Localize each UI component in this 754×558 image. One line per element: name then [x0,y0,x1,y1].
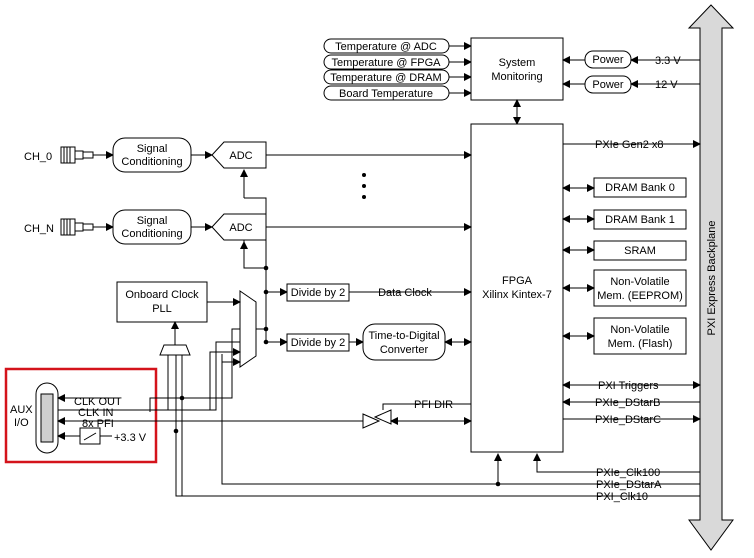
pll-line1: Onboard Clock [125,289,199,301]
clock-section: Onboard Clock PLL Divide by 2 Data Clock… [116,281,472,496]
sram-label: SRAM [624,245,656,257]
chn-label: CH_N [24,223,54,235]
ch0-sc-line2: Conditioning [121,156,182,168]
clk10-label: PXI_Clk10 [596,491,648,503]
backplane: PXI Express Backplane [687,4,735,551]
aux-connector-inner [40,393,54,443]
chn-connector-icon [60,218,94,236]
pfi-buffer-forward [362,413,381,429]
chn-adc-label: ADC [229,222,252,234]
divide-top-label: Divide by 2 [291,287,345,299]
tdc-line1: Time-to-Digital [368,330,439,342]
nvm-flash [593,317,687,355]
eeprom-line1: Non-Volatile [610,276,669,288]
dstarc-label: PXIe_DStarC [595,414,661,426]
channel-n: CH_N Signal Conditioning ADC [24,209,472,245]
dstara-label: PXIe_DStarA [596,479,662,491]
voltage-33-label: 3.3 V [655,55,681,67]
clock-mux [239,290,257,368]
aux-label-1: AUX [10,404,33,416]
temp-adc-label: Temperature @ ADC [335,41,437,53]
ch0-connector-icon [60,146,94,164]
pxi-triggers-label: PXI Triggers [598,380,659,392]
system-monitoring-section: Temperature @ ADC Temperature @ FPGA Tem… [323,37,700,125]
nvm-eeprom [593,269,687,307]
chn-sc-line1: Signal [137,215,168,227]
data-clock-label: Data Clock [378,287,432,299]
aux-highlight-box [4,367,158,464]
pll-line2: PLL [152,303,172,315]
voltage-12-label: 12 V [655,79,678,91]
clk100-label: PXIe_Clk100 [596,467,660,479]
ellipsis-dots [362,173,366,199]
dram0-label: DRAM Bank 0 [605,182,675,194]
channel-0: CH_0 Signal Conditioning ADC [24,137,472,173]
system-monitoring-line1: System [499,57,536,69]
temp-fpga-label: Temperature @ FPGA [332,57,442,69]
power-33-label: Power [592,54,624,66]
flash-line2: Mem. (Flash) [608,338,673,350]
pfi-buffer: PFI DIR [362,399,472,429]
ch0-sc-line1: Signal [137,143,168,155]
flash-line1: Non-Volatile [610,324,669,336]
fpga-line2: Xilinx Kintex-7 [482,289,552,301]
tdc-line2: Converter [380,344,429,356]
fpga-block [470,123,564,453]
chn-sc-line2: Conditioning [121,228,182,240]
aux-io-section: AUX I/O CLK OUT CLK IN 8x PFI +3.3 V [4,328,363,464]
backplane-label: PXI Express Backplane [706,221,718,336]
onboard-clock-pll [116,281,208,323]
dstarb-label: PXIe_DStarB [595,397,660,409]
clk-out-label: CLK OUT [74,396,122,408]
backplane-signals: PXI Triggers PXIe_DStarB PXIe_DStarC PXI… [175,354,701,503]
pxie-gen2-label: PXIe Gen2 x8 [595,139,664,151]
ch0-adc-label: ADC [229,150,252,162]
fpga-line1: FPGA [502,275,533,287]
temp-dram-label: Temperature @ DRAM [330,72,441,84]
dram1-label: DRAM Bank 1 [605,214,675,226]
ch0-label: CH_0 [24,151,52,163]
board-temp-label: Board Temperature [339,88,433,100]
aux-label-2: I/O [14,417,29,429]
v33-label: +3.3 V [114,432,147,444]
power-12-label: Power [592,79,624,91]
memory-section: PXIe Gen2 x8 DRAM Bank 0 DRAM Bank 1 SRA… [562,139,701,355]
pll-input-buffer [159,344,191,356]
divide-bottom-label: Divide by 2 [291,337,345,349]
eeprom-line2: Mem. (EEPROM) [597,290,683,302]
system-monitoring-line2: Monitoring [491,71,542,83]
pfi-dir-label: PFI DIR [414,399,453,411]
system-monitoring-block [470,37,564,101]
